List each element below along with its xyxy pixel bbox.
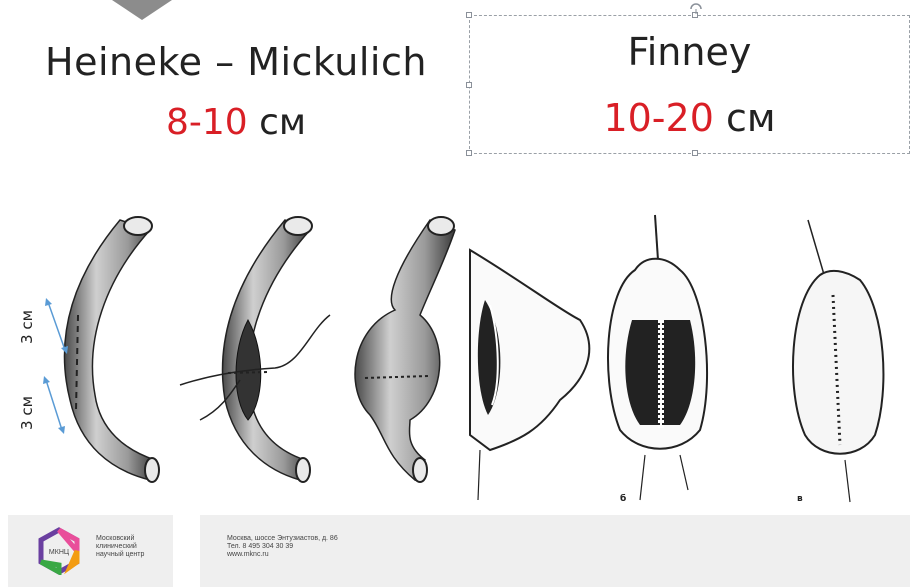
right-length-unit: см xyxy=(726,96,776,140)
intestine-drawing-2 xyxy=(180,217,330,482)
finney-drawing-3 xyxy=(793,220,883,502)
intestine-drawing-1 xyxy=(64,217,159,482)
mknc-logo-icon: МКНЦ xyxy=(35,527,83,575)
footer-contact-block: Москва, шоссе Энтузиастов, д. 86 Тел. 8 … xyxy=(200,515,910,587)
figure-letter-b: б xyxy=(620,494,626,504)
top-arrow-decoration xyxy=(112,0,172,22)
contact-address: Москва, шоссе Энтузиастов, д. 86 Тел. 8 … xyxy=(227,535,338,559)
dimension-label-upper: 3 см xyxy=(18,310,36,344)
resize-handle-tl[interactable] xyxy=(466,12,472,18)
organization-name: Московский клинический научный центр xyxy=(96,535,176,559)
left-length-value: 8-10 xyxy=(166,102,248,143)
left-length-unit: см xyxy=(259,102,306,143)
dimension-label-lower: 3 см xyxy=(18,396,36,430)
right-length-value: 10-20 xyxy=(603,96,713,140)
rotate-handle-icon[interactable] xyxy=(688,0,704,14)
surgical-illustrations xyxy=(0,190,910,515)
right-procedure-title: Finney xyxy=(469,30,910,74)
slide-footer: МКНЦ Московский клинический научный цент… xyxy=(0,515,910,587)
logo-text: МКНЦ xyxy=(49,549,70,556)
resize-handle-bl[interactable] xyxy=(466,150,472,156)
left-procedure-length: 8-10 см xyxy=(0,102,472,143)
resize-handle-bm[interactable] xyxy=(692,150,698,156)
footer-logo-block: МКНЦ Московский клинический научный цент… xyxy=(8,515,173,587)
intestine-drawing-3 xyxy=(355,217,455,482)
figure-letter-v: в xyxy=(797,494,803,504)
left-procedure-title: Heineke – Mickulich xyxy=(0,40,472,84)
right-procedure-length: 10-20 см xyxy=(469,96,910,140)
resize-handle-ml[interactable] xyxy=(466,82,472,88)
